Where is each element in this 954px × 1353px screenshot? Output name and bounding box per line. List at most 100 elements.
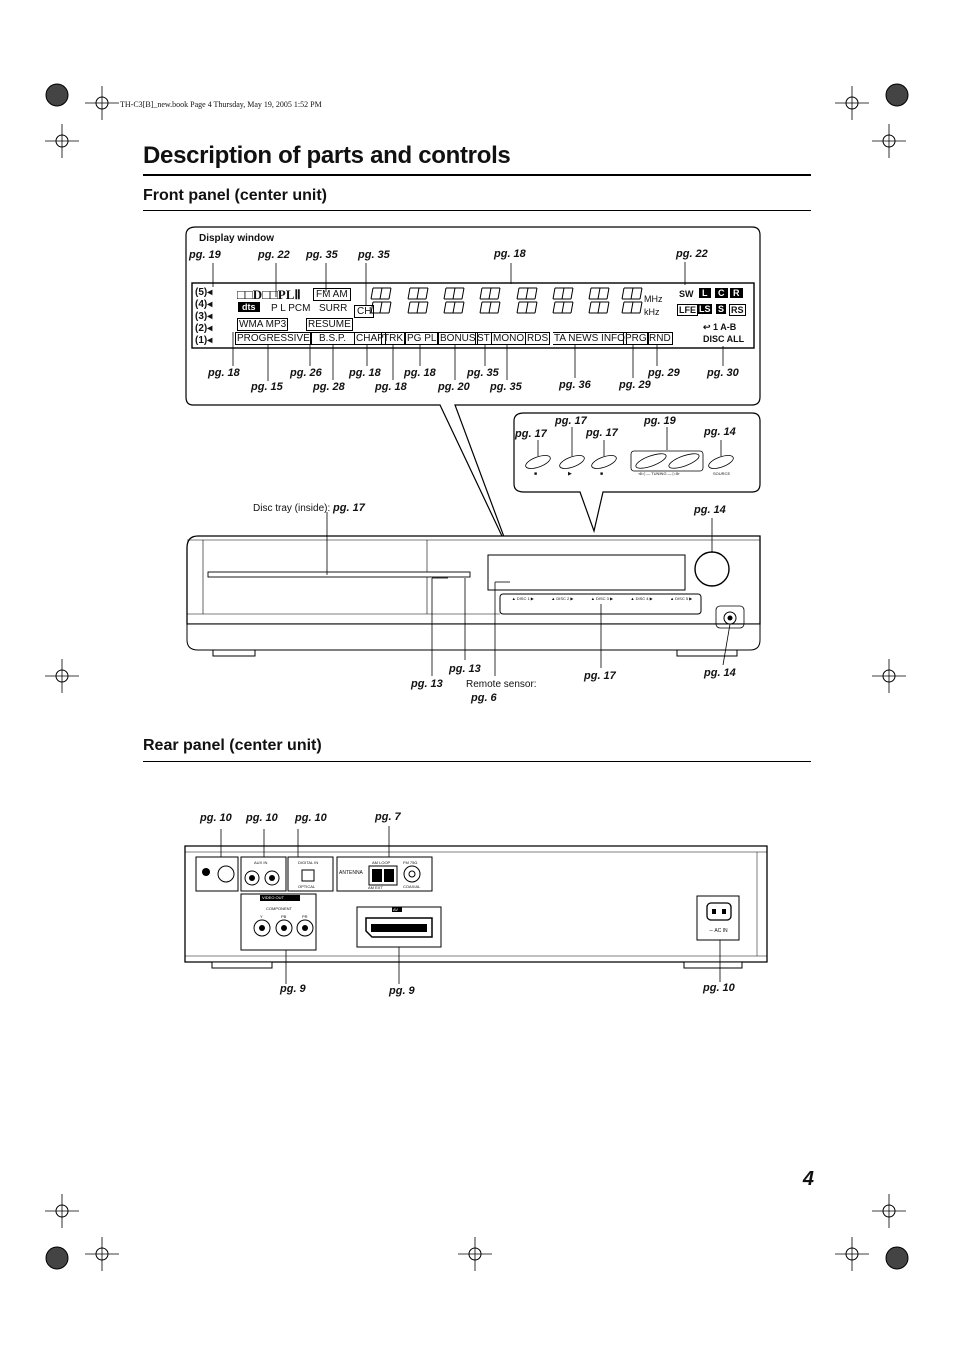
- ref-wma: pg. 15: [251, 381, 283, 393]
- component-y-label: Y: [260, 914, 263, 919]
- ref-st: pg. 35: [467, 367, 499, 379]
- source-button[interactable]: [707, 453, 735, 471]
- segment-char: [370, 301, 392, 314]
- disc1-button[interactable]: ▲ DISC 1 ▶: [511, 596, 534, 601]
- component-label: COMPONENT: [266, 906, 292, 911]
- segment-char: [588, 287, 610, 300]
- format-indicator: □□D□□PLⅡ: [237, 287, 301, 302]
- pg-pl-indicator: PG PL: [405, 332, 439, 345]
- ref-volume: pg. 14: [694, 504, 726, 516]
- ref-disc-buttons: pg. 17: [584, 670, 616, 682]
- segment-char: [370, 287, 392, 300]
- component-pb-label: PB: [281, 914, 287, 919]
- ref-fm-am: pg. 35: [306, 249, 338, 261]
- unit-foot-right: [676, 649, 738, 657]
- segment-char: [516, 287, 538, 300]
- ref-repeat: pg. 30: [707, 367, 739, 379]
- ref-standby: pg. 13: [449, 663, 481, 675]
- ref-progressive: pg. 18: [208, 367, 240, 379]
- segment-char: [479, 287, 501, 300]
- surr-indicator: SURR: [319, 303, 348, 314]
- segment-char: [516, 301, 538, 314]
- aux-in-label: AUX IN: [254, 860, 268, 865]
- sw-indicator: SW: [679, 289, 694, 299]
- front-display: [487, 554, 686, 591]
- tuning-down-button[interactable]: [634, 451, 667, 471]
- disc-button-bar: [499, 593, 702, 615]
- unit-base: [186, 623, 761, 651]
- ac-inlet[interactable]: [706, 902, 732, 921]
- rnd-indicator: RND: [647, 332, 673, 345]
- disc-number-indicators: (5)◂ (4)◂ (3)◂ (2)◂ (1)◂: [195, 287, 213, 346]
- repeat-indicator: ↩ 1 A-B: [703, 322, 737, 332]
- ref-chap: pg. 18: [349, 367, 381, 379]
- speaker-l-indicator: L: [699, 288, 711, 298]
- disc-all-indicator: DISC ALL: [703, 334, 745, 344]
- speaker-rs-indicator: RS: [729, 304, 746, 316]
- pl-pcm-indicator: P L PCM: [271, 303, 311, 314]
- fm-75-label: FM 75Ω: [403, 860, 418, 865]
- ref-antenna: pg. 7: [375, 811, 401, 823]
- svideo-jack[interactable]: [217, 865, 235, 883]
- segment-char: [588, 301, 610, 314]
- stop-button[interactable]: [524, 453, 552, 471]
- disc2-button[interactable]: ▲ DISC 2 ▶: [551, 596, 574, 601]
- speaker-s-indicator: S: [716, 304, 727, 314]
- title-rule: [143, 174, 811, 176]
- disc5-button[interactable]: ▲ DISC 5 ▶: [670, 596, 693, 601]
- ref-pgpl: pg. 18: [404, 367, 436, 379]
- ref-aux-in: pg. 10: [246, 812, 278, 824]
- rds-indicator: RDS: [525, 332, 551, 345]
- ref-disc-tray: pg. 17: [333, 502, 365, 514]
- progressive-indicator: PROGRESSIVE: [235, 332, 312, 345]
- stop2-button[interactable]: [590, 453, 618, 471]
- resume-indicator: RESUME: [306, 318, 353, 331]
- display-window-label: Display window: [199, 233, 275, 244]
- chap-indicator: CHAP: [354, 332, 386, 345]
- segment-char: [479, 301, 501, 314]
- play-button[interactable]: [558, 453, 586, 471]
- segment-char: [552, 287, 574, 300]
- khz-indicator: kHz: [644, 307, 660, 317]
- disc3-button[interactable]: ▲ DISC 3 ▶: [590, 596, 614, 601]
- fm-am-indicator: FM AM: [313, 288, 351, 301]
- repeat-icon: ↩: [703, 322, 714, 332]
- ref-rnd: pg. 29: [648, 367, 680, 379]
- ref-video-out: pg. 9: [280, 983, 306, 995]
- color-target-mark: [885, 1246, 909, 1270]
- color-target-mark: [45, 83, 69, 107]
- speaker-c-indicator: C: [715, 288, 728, 298]
- bonus-indicator: BONUS: [438, 332, 478, 345]
- disc-tray[interactable]: [207, 571, 471, 578]
- component-pr-label: PR: [302, 914, 308, 919]
- segment-char: [443, 287, 465, 300]
- page-number: 4: [802, 1168, 814, 1190]
- ref-source: pg. 14: [704, 426, 736, 438]
- remote-sensor-label: Remote sensor:: [466, 679, 537, 690]
- ref-bonus: pg. 20: [438, 381, 470, 393]
- segment-char: [443, 301, 465, 314]
- trk-indicator: TRK: [381, 332, 405, 345]
- ref-play: pg. 17: [555, 415, 587, 427]
- color-target-mark: [885, 83, 909, 107]
- unit-foot-left: [212, 649, 256, 657]
- tuning-label: ⧏◁ — TUNING — ▷⧐: [638, 471, 680, 476]
- disc4-button[interactable]: ▲ DISC 4 ▶: [630, 596, 653, 601]
- rear-foot-right: [683, 961, 743, 969]
- video-out-label: VIDEO OUT: [262, 895, 285, 900]
- wma-mp3-indicator: WMA MP3: [237, 318, 289, 331]
- ref-rds: pg. 36: [559, 379, 591, 391]
- am-ext-label: AM EXT: [368, 885, 383, 890]
- tuning-up-button[interactable]: [667, 451, 700, 471]
- ch-indicator: CH: [354, 305, 375, 318]
- ref-bsp: pg. 28: [313, 381, 345, 393]
- rear-panel-rule: [143, 761, 811, 762]
- optical-jack[interactable]: [301, 869, 315, 882]
- antenna-label: ANTENNA: [339, 870, 363, 876]
- source-label: SOURCE: [713, 471, 731, 476]
- ref-stop2: pg. 17: [586, 427, 618, 439]
- disc-buttons: ▲ DISC 1 ▶ ▲ DISC 2 ▶ ▲ DISC 3 ▶ ▲ DISC …: [503, 596, 701, 601]
- av-label: AV: [393, 907, 399, 912]
- ref-digital-in: pg. 10: [295, 812, 327, 824]
